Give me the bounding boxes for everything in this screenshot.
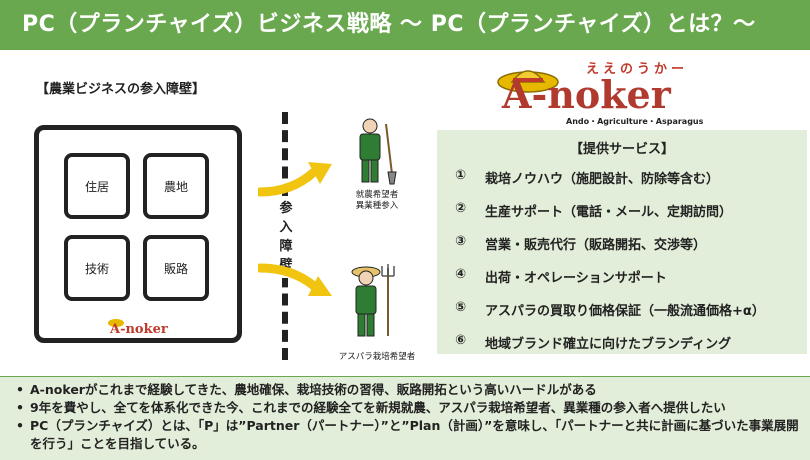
summary-bullet: •9年を費やし、全てを体系化できた今、これまでの経験全てを新規就農、アスパラ栽培…: [16, 400, 726, 415]
arrow-right-up-icon: [258, 162, 332, 197]
farmer-label-newcomer: 就農希望者 異業種参入: [355, 190, 399, 211]
barrier-heading: 【農業ビジネスの参入障壁】: [36, 82, 206, 97]
farmer-icon: [359, 118, 397, 185]
arrow-right-down-icon: [258, 263, 332, 296]
page-title: PC（プランチャイズ）ビジネス戦略 ～ PC（プランチャイズ）とは？～: [0, 0, 810, 50]
barrier-frame: [34, 125, 242, 343]
barrier-farmland: 農地: [143, 153, 209, 219]
farmer-label-asparagus: アスパラ栽培希望者: [338, 352, 416, 362]
logo-tagline: Ando・Agriculture・Asparagus: [566, 117, 704, 126]
services-title: 【提供サービス】: [569, 142, 674, 157]
svg-text:A-noker: A-noker: [109, 322, 168, 336]
summary-bullet: •A-nokerがこれまで経験してきた、農地確保、栽培技術の習得、販路開拓という…: [16, 382, 597, 397]
summary-bullet: •PC（プランチャイズ）とは、「P」は”Partner（パートナー）”と”Pla…: [16, 418, 799, 451]
barrier-technology: 技術: [64, 235, 130, 301]
summary-panel: •A-nokerがこれまで経験してきた、農地確保、栽培技術の習得、販路開拓という…: [0, 376, 810, 460]
asparagus-farmer-icon: [351, 264, 395, 337]
a-noker-logo: ええのうかー A-noker Ando・Agriculture・Asparagu…: [494, 58, 734, 128]
mini-logo: A-noker: [108, 319, 168, 336]
barrier-housing: 住居: [64, 153, 130, 219]
logo-name: A-noker: [502, 72, 671, 117]
straw-hat-icon: [497, 70, 559, 93]
logo-kana: ええのうかー: [586, 62, 689, 77]
barrier-sales-channel: 販路: [143, 235, 209, 301]
